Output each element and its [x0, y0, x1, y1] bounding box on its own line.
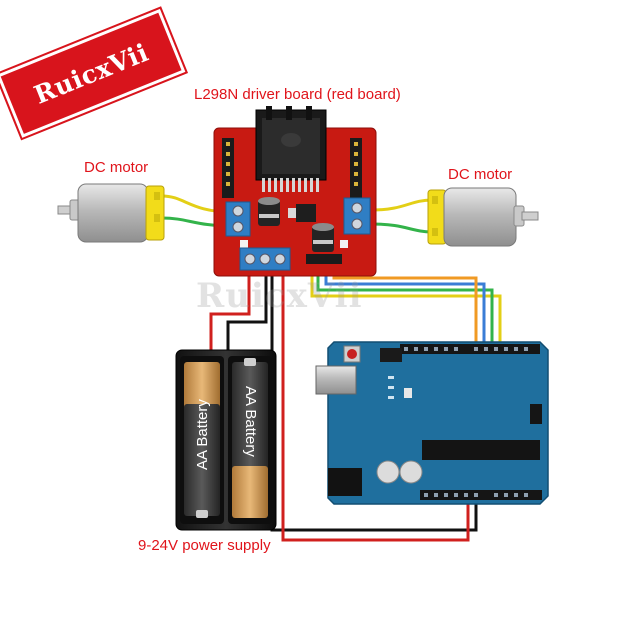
wire-signal-yellow: [310, 262, 502, 346]
capacitor-2: [312, 223, 334, 252]
power-supply-label: 9-24V power supply: [138, 537, 271, 554]
driver-board-label: L298N driver board (red board): [194, 86, 401, 103]
wire-5v-red-arduino: [281, 268, 470, 542]
l298n-driver-board: [213, 106, 377, 277]
wire-power-red-battery: [209, 268, 251, 356]
wire-motor-right-yellow: [371, 198, 433, 212]
battery-cell-1: [184, 362, 220, 518]
watermark-text: RuicxVii: [196, 276, 363, 316]
wire-power-black-battery: [226, 268, 268, 356]
voltage-regulator: [296, 204, 316, 222]
dc-motor-right: [427, 187, 539, 247]
atmega-chip: [422, 440, 540, 460]
terminal-power: [239, 247, 291, 271]
battery-label-2: AA Battery: [242, 386, 259, 457]
wire-motor-right-green: [371, 222, 433, 234]
motor-left-label: DC motor: [84, 159, 149, 176]
terminal-motor-b: [343, 197, 371, 235]
power-jack: [328, 468, 362, 496]
arduino-uno-board: [315, 341, 549, 505]
power-analog-header: [420, 490, 542, 500]
capacitor-1: [258, 197, 280, 226]
battery-cell-2: [232, 358, 268, 518]
signal-header: [306, 254, 342, 264]
digital-header: [400, 344, 540, 354]
battery-label-1: AA Battery: [194, 399, 211, 470]
battery-holder: AA Battery AA Battery: [175, 349, 277, 531]
dc-motor-left: [57, 183, 165, 243]
terminal-motor-a: [225, 201, 251, 237]
motor-right-label: DC motor: [448, 166, 513, 183]
usb-connector: [315, 365, 357, 395]
